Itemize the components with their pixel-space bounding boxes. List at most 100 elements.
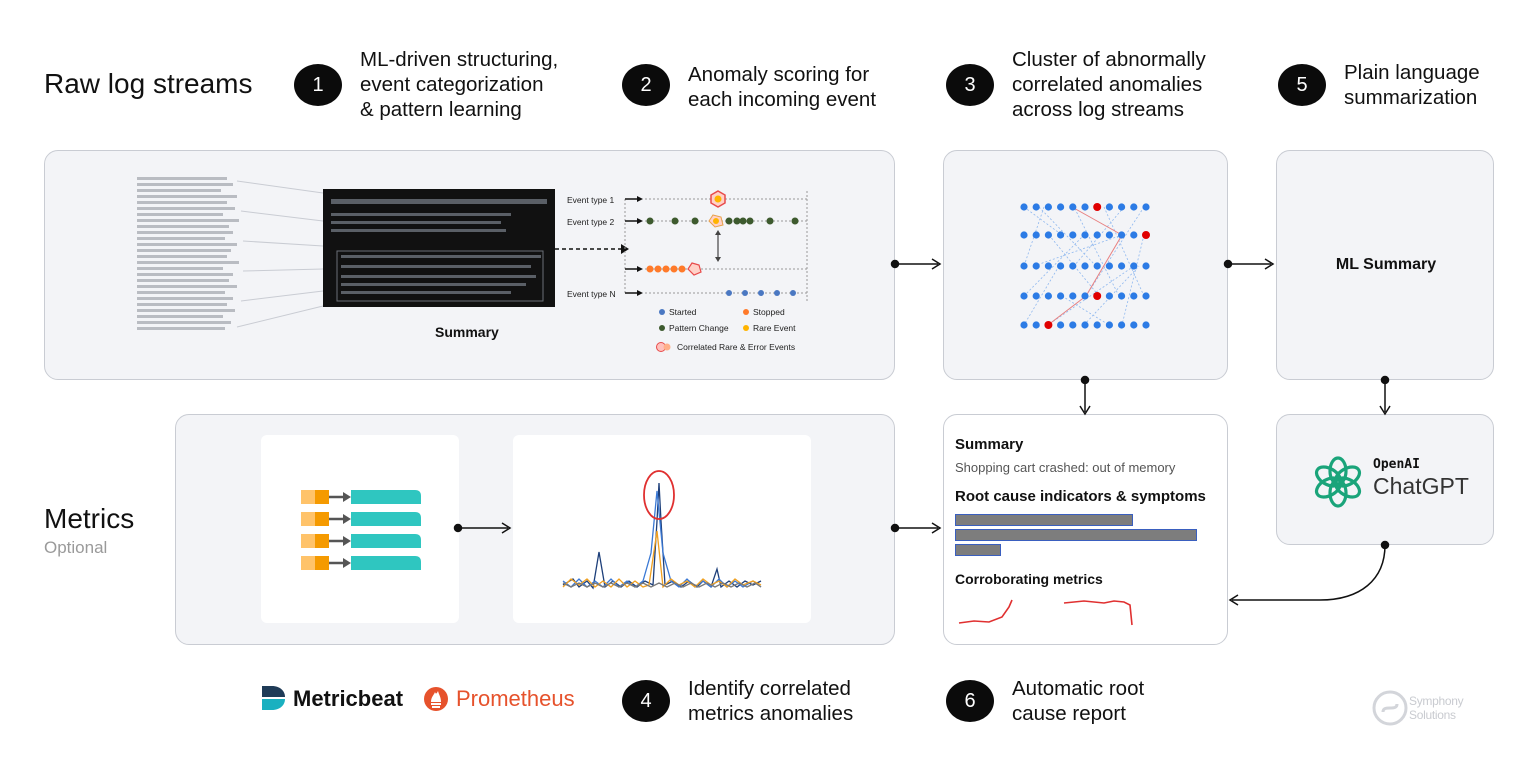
metrics-sources-card [261,435,459,623]
symphony-logo-text-2: Solutions [1409,708,1456,722]
cluster-node [1020,292,1028,300]
cluster-node [1020,203,1028,211]
cluster-node [1020,231,1028,239]
metric-streams-icon [301,490,421,570]
step-text-line: Plain language [1344,61,1480,84]
cluster-node [1057,262,1065,270]
prometheus-logo-icon [424,687,448,711]
legend-pattern-change: Pattern Change [669,323,729,333]
cluster-node [1130,231,1138,239]
cluster-node [1081,262,1089,270]
cluster-panel [943,150,1228,380]
report-summary-text: Shopping cart crashed: out of memory [955,460,1176,475]
cluster-node [1044,262,1052,270]
event-type-n-label: Event type N [567,289,616,299]
cluster-node [1069,292,1077,300]
openai-petal [1314,465,1343,488]
cluster-node [1081,292,1089,300]
ml-summary-label: ML Summary [1335,256,1437,273]
step-text-line: cause report [1012,702,1126,725]
metricbeat-name: Metricbeat [293,686,404,711]
report-indicators-title: Root cause indicators & symptoms [955,488,1206,505]
metrics-optional-label: Optional [44,538,108,557]
report-corroborating-title: Corroborating metrics [955,571,1103,587]
cluster-node [1118,262,1126,270]
legend-correlated-events: Correlated Rare & Error Events [677,342,795,352]
step-text-line: summarization [1344,86,1478,109]
step-text-line: Identify correlated [688,677,851,700]
corroborating-sparklines [958,599,1133,626]
cluster-node [1142,321,1150,329]
cluster-node [1118,231,1126,239]
cluster-node [1105,321,1113,329]
cluster-node [1118,203,1126,211]
cluster-node [1130,262,1138,270]
cluster-node [1044,292,1052,300]
chatgpt-product: ChatGPT [1373,473,1469,499]
cluster-node [1105,203,1113,211]
cluster-node [1069,321,1077,329]
cluster-node [1057,231,1065,239]
cluster-node [1032,203,1040,211]
cluster-node [1057,292,1065,300]
cluster-node [1093,231,1101,239]
step-4-badge: 4 [622,680,670,722]
metrics-panel [175,414,895,645]
cluster-node [1118,292,1126,300]
raw-log-streams-label: Raw log streams [44,68,253,99]
cluster-node [1105,231,1113,239]
cluster-node [1105,262,1113,270]
cluster-node [1032,292,1040,300]
step-text-line: each incoming event [688,88,877,111]
terminal-window [323,189,555,307]
cluster-node [1142,203,1150,211]
anomaly-node [1044,321,1053,329]
metrics-label: Metrics [44,503,135,534]
cluster-node [1105,292,1113,300]
step-3-badge: 3 [946,64,994,106]
log-structuring-illustration: Event type 1 Event type 2 Event type N [137,177,808,352]
cluster-node [1142,262,1150,270]
stopped-dots [646,265,686,273]
legend-stopped: Stopped [753,307,785,317]
cluster-node [1130,292,1138,300]
cluster-node [1093,321,1101,329]
pattern-change-dots [646,217,799,225]
cluster-node [1032,321,1040,329]
symphony-logo-icon [1372,690,1408,726]
step-5-badge: 5 [1278,64,1326,106]
cluster-node [1130,321,1138,329]
openai-brand: OpenAI [1373,457,1420,472]
step-text-line: & pattern learning [360,98,522,121]
cluster-node [1081,231,1089,239]
step-text-line: metrics anomalies [688,702,854,725]
root-cause-report-panel: Summary Shopping cart crashed: out of me… [943,414,1228,645]
metric-stream-row [301,556,421,570]
step-text-line: across log streams [1012,98,1185,121]
cluster-node [1057,203,1065,211]
step-text-line: ML-driven structuring, [360,48,559,71]
cluster-node [1118,321,1126,329]
cluster-node [1057,321,1065,329]
step-text-line: event categorization [360,73,544,96]
raw-log-lines [137,177,239,330]
step-6-badge: 6 [946,680,994,722]
cluster-node [1069,203,1077,211]
step-text-line: Automatic root [1012,677,1145,700]
event-type-1-label: Event type 1 [567,195,615,205]
step-1-text: ML-driven structuring,event categorizati… [360,47,558,122]
cluster-node [1032,262,1040,270]
cluster-node [1130,203,1138,211]
cluster-node [1142,292,1150,300]
cluster-node [1093,262,1101,270]
metrics-anomaly-chart [562,470,762,590]
metric-stream-row [301,512,421,526]
indicator-bar-3 [955,544,1001,556]
metrics-anomaly-card [513,435,811,623]
metricbeat-logo-icon [262,686,285,710]
